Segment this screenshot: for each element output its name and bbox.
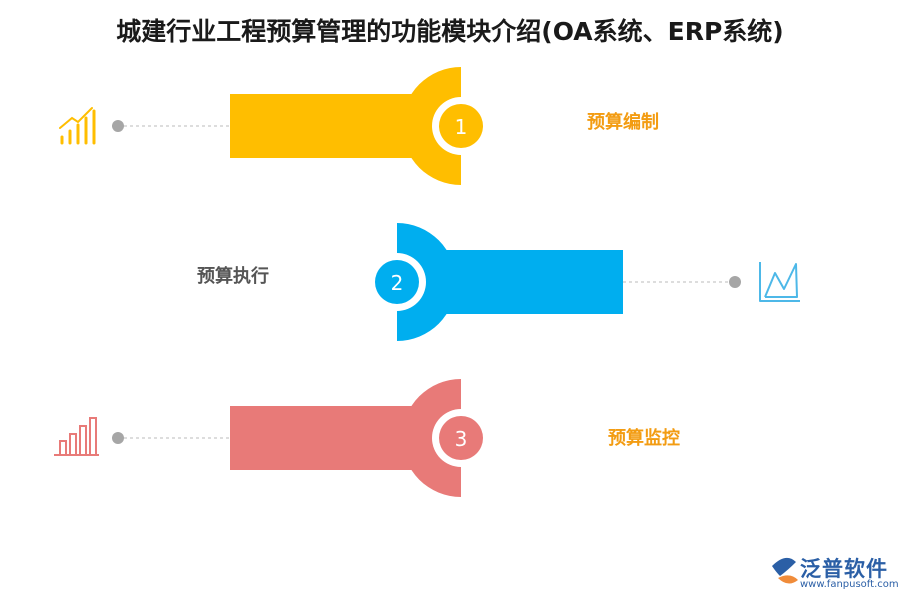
page-title: 城建行业工程预算管理的功能模块介绍(OA系统、ERP系统) (116, 17, 784, 46)
step-3-label: 预算监控 (608, 428, 680, 449)
step-3: 3 (54, 379, 490, 497)
step-1-badge (439, 104, 483, 148)
step-2: 2 (368, 223, 800, 341)
brand-logo: 泛普软件 www.fanpusoft.com (770, 553, 899, 597)
step-3-dot (112, 432, 124, 444)
step-2-label: 预算执行 (197, 266, 269, 287)
step-2-number: 2 (391, 271, 404, 295)
step-3-half-circle (402, 379, 461, 497)
step-1-bar (230, 94, 430, 158)
step-1: 1 (59, 67, 490, 185)
step-1-number: 1 (455, 115, 468, 139)
bar-chart-icon (54, 417, 99, 456)
step-2-badge (375, 260, 419, 304)
rising-bars-arrow-icon (59, 107, 96, 145)
step-3-badge (439, 416, 483, 460)
step-3-number: 3 (455, 427, 468, 451)
step-2-dot (729, 276, 741, 288)
brand-name: 泛普软件 (800, 557, 888, 581)
step-1-label: 预算编制 (587, 112, 659, 133)
step-2-bar (425, 250, 623, 314)
line-chart-icon (759, 262, 800, 302)
step-1-half-circle (402, 67, 461, 185)
fanpu-logo-icon (772, 557, 798, 584)
brand-url: www.fanpusoft.com (800, 579, 899, 590)
step-1-dot (112, 120, 124, 132)
step-3-bar (230, 406, 430, 470)
